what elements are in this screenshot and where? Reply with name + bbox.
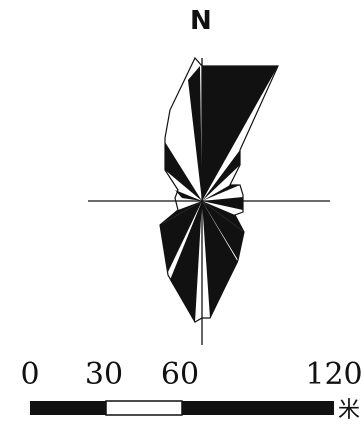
rose-diagram — [88, 56, 330, 345]
petal-north-left — [188, 66, 202, 201]
petal-nnw — [165, 142, 202, 201]
petal-ssw — [160, 201, 202, 272]
scale-tick-60: 60 — [160, 357, 200, 392]
petal-wnw — [175, 190, 202, 201]
petal-ene — [202, 185, 240, 201]
petal-north-large — [202, 66, 278, 201]
scale-bar — [30, 400, 334, 416]
petal-south-right — [202, 201, 238, 318]
north-label: N — [190, 6, 212, 36]
petal-east — [202, 197, 243, 210]
petal-south-left — [170, 201, 202, 322]
scale-tick-0: 0 — [20, 357, 40, 392]
petal-sse — [202, 201, 244, 260]
scale-segment-1 — [30, 401, 106, 415]
petal-nne — [202, 150, 240, 201]
scale-unit-label: 米 — [338, 398, 361, 423]
scale-tick-120: 120 — [305, 357, 363, 392]
scale-segment-3 — [182, 401, 334, 415]
scale-segment-2 — [105, 400, 183, 416]
scale-tick-30: 30 — [84, 357, 124, 392]
